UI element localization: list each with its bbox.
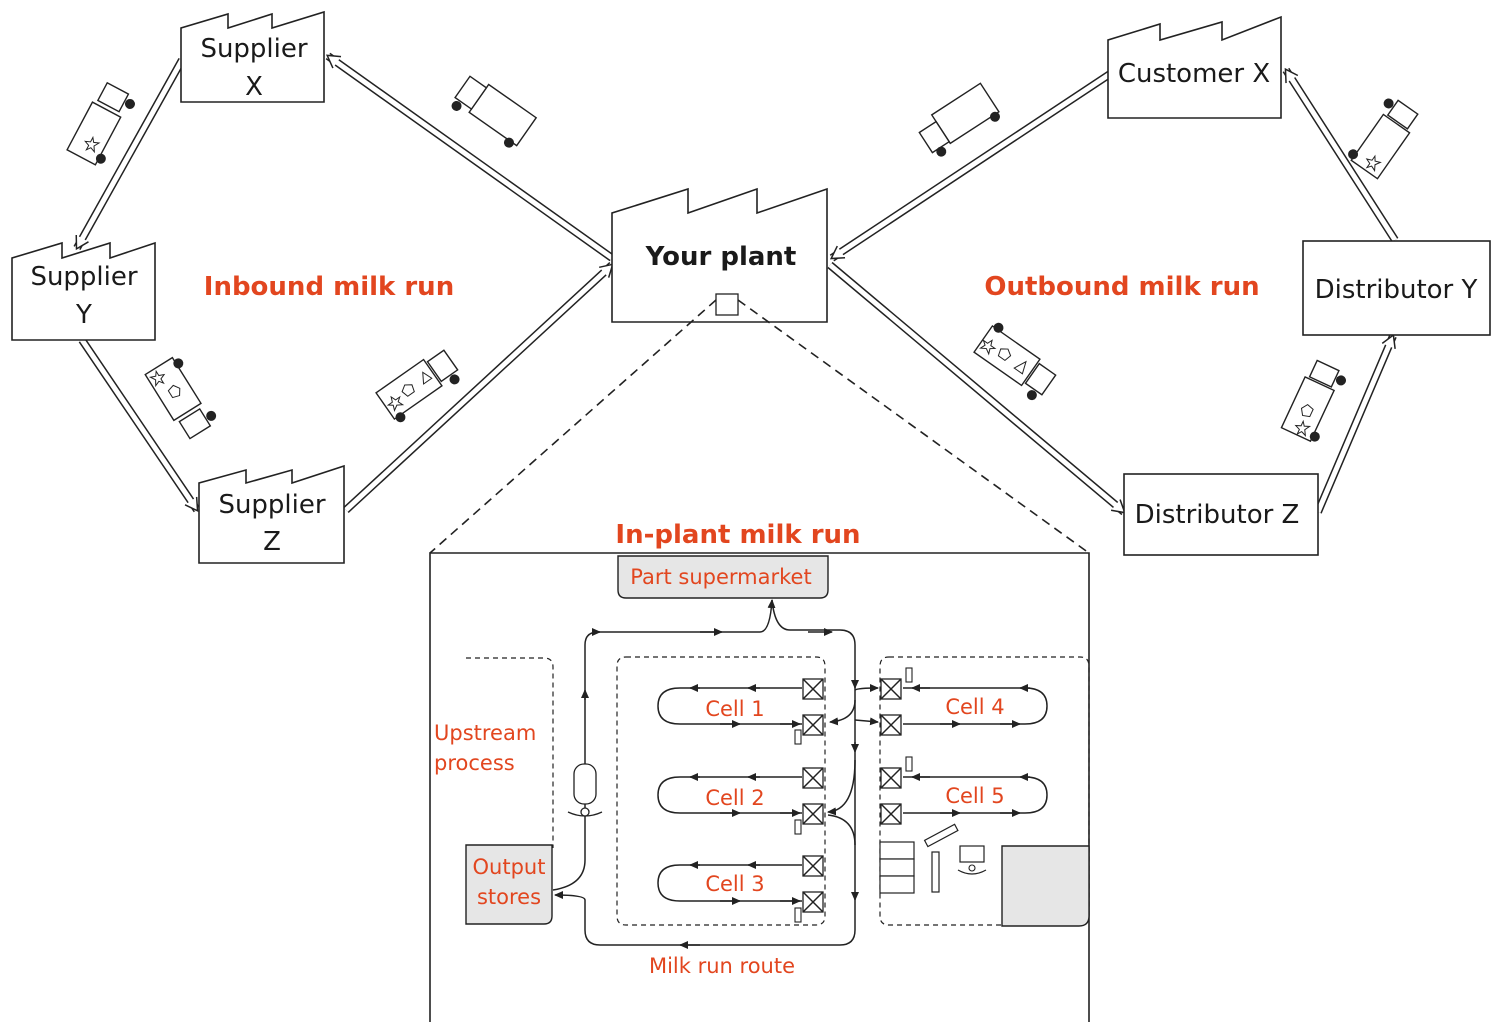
output-stores-label-2: stores <box>477 885 541 909</box>
customer-x-label: Customer X <box>1118 59 1270 89</box>
supplier-z-node: Supplier Z <box>198 464 345 564</box>
cell-2: Cell 2 <box>657 767 824 835</box>
supplier-y-node: Supplier Y <box>11 241 156 341</box>
distributor-y-label: Distributor Y <box>1315 275 1478 305</box>
zoom-line-right <box>737 299 1090 554</box>
supplier-x-label-1: Supplier <box>200 34 307 64</box>
cell-3: Cell 3 <box>657 855 824 923</box>
plant-detail-icon <box>715 293 739 316</box>
truck-icon <box>918 82 1000 157</box>
upstream-area <box>466 657 554 848</box>
milk-run-route-label: Milk run route <box>649 954 795 978</box>
part-supermarket: Part supermarket <box>617 555 829 599</box>
truck-icon <box>1348 98 1419 180</box>
truck-icon <box>451 75 538 148</box>
supplier-z-label-1: Supplier <box>218 490 325 520</box>
cell-1-label: Cell 1 <box>705 697 764 721</box>
equipment-area <box>879 823 1090 927</box>
inbound-milk-run-label: Inbound milk run <box>204 272 454 302</box>
distributor-y-node: Distributor Y <box>1302 240 1491 336</box>
your-plant-label: Your plant <box>645 242 797 272</box>
output-stores-label-1: Output <box>473 855 546 879</box>
tugger-icon <box>567 763 603 817</box>
in-plant-milk-run-title: In-plant milk run <box>615 520 860 550</box>
truck-icon <box>973 322 1057 401</box>
outbound-milk-run-label: Outbound milk run <box>984 272 1259 302</box>
milk-run-route: Milk run route <box>552 599 879 978</box>
cell-4-label: Cell 4 <box>945 695 1004 719</box>
truck-icon <box>66 81 135 166</box>
cell-1: Cell 1 <box>657 678 824 745</box>
upstream-label-2: process <box>434 751 515 775</box>
distributor-z-label: Distributor Z <box>1135 500 1300 530</box>
supplier-x-label-2: X <box>245 72 263 102</box>
customer-x-node: Customer X <box>1107 15 1282 119</box>
output-stores: Output stores <box>465 844 553 925</box>
cell-3-label: Cell 3 <box>705 872 764 896</box>
truck-icon <box>144 356 217 440</box>
cell-2-label: Cell 2 <box>705 786 764 810</box>
truck-icon <box>1280 359 1346 443</box>
route-arrows <box>73 52 1399 516</box>
supplier-z-label-2: Z <box>263 527 281 557</box>
supplier-y-label-2: Y <box>75 300 92 330</box>
distributor-z-node: Distributor Z <box>1123 473 1319 556</box>
in-plant-inset: In-plant milk run Part supermarket Upstr… <box>429 520 1090 1022</box>
truck-icon <box>375 349 460 423</box>
supplier-x-node: Supplier X <box>180 10 325 103</box>
zoom-line-left <box>429 299 717 554</box>
supplier-y-label-1: Supplier <box>30 262 137 292</box>
cell-5-label: Cell 5 <box>945 784 1004 808</box>
your-plant-node: Your plant <box>611 187 828 323</box>
cell-5: Cell 5 <box>880 756 1048 825</box>
left-cells-area <box>616 656 826 926</box>
cell-4: Cell 4 <box>880 667 1048 736</box>
part-supermarket-label: Part supermarket <box>630 565 811 589</box>
upstream-label-1: Upstream <box>434 721 536 745</box>
